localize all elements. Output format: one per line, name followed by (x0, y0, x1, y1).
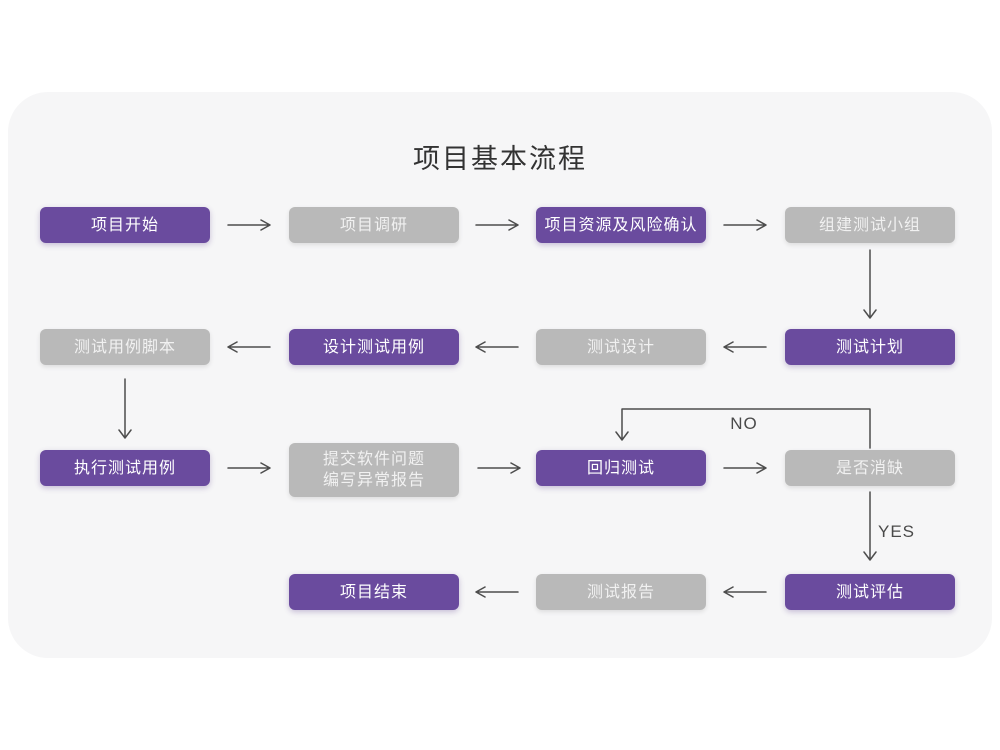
node-label: 测试用例脚本 (73, 338, 176, 356)
node-label: 测试计划 (835, 338, 904, 356)
node-project-end: 项目结束 (289, 574, 459, 610)
node-defect-cleared-check: 是否消缺 (785, 450, 955, 486)
node-submit-issues-report: 提交软件问题 编写异常报告 (289, 443, 459, 497)
node-test-case-scripts: 测试用例脚本 (40, 329, 210, 365)
node-label: 项目资源及风险确认 (544, 216, 698, 234)
node-label: 测试设计 (586, 338, 655, 356)
node-label: 组建测试小组 (818, 216, 921, 234)
node-label: 是否消缺 (835, 459, 904, 477)
node-design-test-cases: 设计测试用例 (289, 329, 459, 365)
node-label: 设计测试用例 (322, 338, 425, 356)
flowchart-card (8, 92, 992, 658)
node-test-plan: 测试计划 (785, 329, 955, 365)
node-test-report: 测试报告 (536, 574, 706, 610)
no-branch-label: NO (730, 414, 758, 433)
yes-branch-label: YES (878, 522, 916, 541)
node-test-design: 测试设计 (536, 329, 706, 365)
node-execute-test-cases: 执行测试用例 (40, 450, 210, 486)
node-label: 执行测试用例 (73, 459, 176, 477)
node-label: 项目开始 (90, 216, 159, 234)
node-test-evaluation: 测试评估 (785, 574, 955, 610)
node-label: 测试报告 (586, 583, 655, 601)
node-label: 测试评估 (835, 583, 904, 601)
node-build-test-team: 组建测试小组 (785, 207, 955, 243)
node-label: 项目结束 (339, 583, 408, 601)
node-project-start: 项目开始 (40, 207, 210, 243)
node-label-line2: 编写异常报告 (322, 472, 425, 489)
page-title: 项目基本流程 (413, 144, 587, 174)
node-label: 回归测试 (586, 459, 655, 477)
node-label: 项目调研 (339, 216, 408, 234)
node-resource-risk-confirm: 项目资源及风险确认 (536, 207, 706, 243)
node-project-research: 项目调研 (289, 207, 459, 243)
node-regression-test: 回归测试 (536, 450, 706, 486)
node-label-line1: 提交软件问题 (322, 451, 425, 468)
